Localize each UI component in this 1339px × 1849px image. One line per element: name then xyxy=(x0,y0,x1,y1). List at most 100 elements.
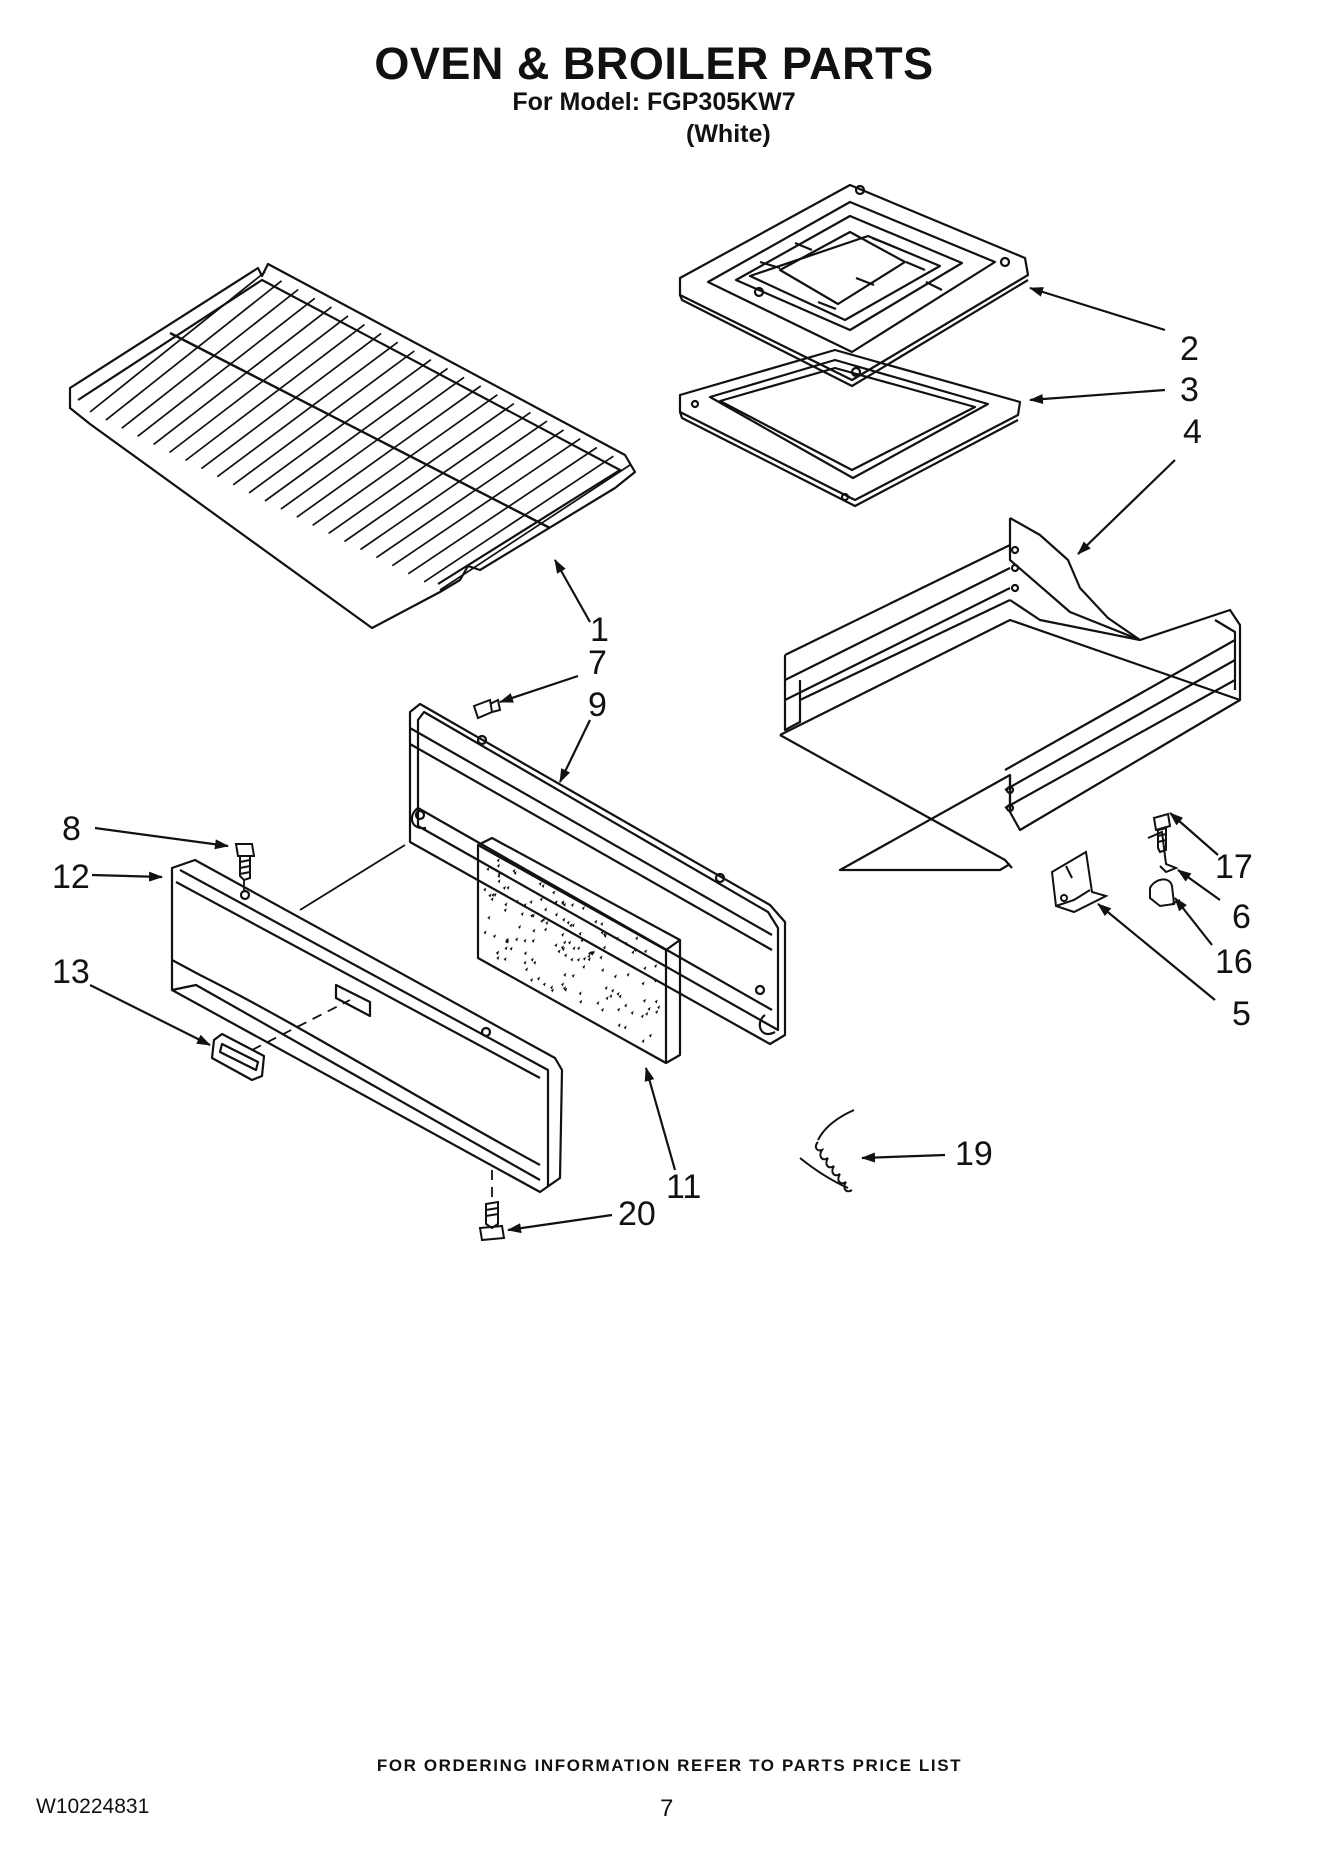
callout-2: 2 xyxy=(1180,330,1199,368)
insulation-speck xyxy=(581,906,585,911)
insulation-speck xyxy=(512,868,516,873)
insulation-speck xyxy=(657,1005,661,1010)
insulation-speck xyxy=(525,967,528,972)
insulation-speck xyxy=(496,863,500,868)
insulation-speck xyxy=(580,938,584,943)
leader-20 xyxy=(507,1213,613,1234)
part-insulation xyxy=(476,836,682,1065)
insulation-speck xyxy=(552,890,556,895)
callout-13: 13 xyxy=(52,953,90,991)
insulation-speck xyxy=(618,994,622,999)
insulation-speck xyxy=(496,858,500,863)
insulation-speck xyxy=(563,986,566,991)
model-line: For Model: FGP305KW7 xyxy=(512,88,796,116)
assembly-lines xyxy=(299,844,406,911)
insulation-speck xyxy=(641,1039,645,1044)
insulation-speck xyxy=(654,964,657,968)
insulation-speck xyxy=(483,930,487,935)
insulation-speck xyxy=(577,946,581,951)
insulation-speck xyxy=(530,913,534,918)
insulation-speck xyxy=(503,957,507,962)
leader-8 xyxy=(94,826,229,850)
insulation-speck xyxy=(655,1010,659,1014)
insulation-speck xyxy=(617,1023,621,1028)
insulation-speck xyxy=(502,885,506,890)
insulation-speck xyxy=(506,885,510,890)
leader-9 xyxy=(559,719,591,783)
insulation-speck xyxy=(569,923,573,928)
insulation-speck xyxy=(495,950,499,955)
insulation-speck xyxy=(563,940,567,945)
insulation-speck xyxy=(611,988,615,993)
part-screw-20 xyxy=(478,1200,506,1242)
part-clip-16 xyxy=(1149,878,1181,908)
insulation-speck xyxy=(566,920,570,925)
insulation-speck xyxy=(561,932,565,937)
insulation-speck xyxy=(647,1006,651,1011)
insulation-speck xyxy=(645,1011,649,1016)
leader-13 xyxy=(89,984,211,1046)
insulation-speck xyxy=(615,936,619,941)
ordering-note: FOR ORDERING INFORMATION REFER TO PARTS … xyxy=(376,1756,963,1775)
insulation-speck xyxy=(640,1014,644,1019)
insulation-speck xyxy=(557,949,561,954)
insulation-speck xyxy=(644,949,647,954)
leader-17 xyxy=(1169,812,1219,856)
insulation-speck xyxy=(643,966,647,971)
insulation-speck xyxy=(531,938,535,943)
insulation-speck xyxy=(576,957,580,962)
insulation-speck xyxy=(542,982,546,987)
part-screw-17 xyxy=(1152,812,1172,854)
insulation-speck xyxy=(648,1033,652,1038)
insulation-speck xyxy=(523,951,527,956)
insulation-speck xyxy=(493,892,497,897)
insulation-speck xyxy=(631,950,635,955)
insulation-speck xyxy=(624,941,628,946)
insulation-speck xyxy=(504,946,508,951)
insulation-speck xyxy=(589,950,593,955)
callout-3: 3 xyxy=(1180,371,1199,409)
leader-19 xyxy=(861,1152,946,1163)
part-bracket-5 xyxy=(1050,850,1109,914)
insulation-speck xyxy=(587,957,591,962)
insulation-speck xyxy=(571,973,575,978)
insulation-speck xyxy=(490,897,494,902)
insulation-speck xyxy=(600,922,604,926)
insulation-speck xyxy=(538,881,542,886)
insulation-speck xyxy=(578,931,582,936)
part-handle-bezel xyxy=(210,1032,266,1082)
insulation-speck xyxy=(561,982,564,987)
insulation-speck xyxy=(600,1007,604,1012)
insulation-speck xyxy=(491,893,495,897)
insulation-speck xyxy=(579,999,583,1004)
part-broiler-pan xyxy=(678,183,1030,388)
insulation-speck xyxy=(523,903,527,907)
insulation-speck xyxy=(537,976,540,981)
part-spring-19 xyxy=(799,1109,855,1193)
insulation-speck xyxy=(560,945,564,950)
leader-12 xyxy=(91,871,163,882)
insulation-speck xyxy=(504,902,508,907)
insulation-speck xyxy=(604,986,608,990)
insulation-speck xyxy=(497,872,501,876)
insulation-speck xyxy=(603,933,607,938)
part-drawer-front xyxy=(170,858,564,1194)
leader-3 xyxy=(1029,388,1166,405)
insulation-speck xyxy=(654,999,658,1004)
insulation-speck xyxy=(624,1003,628,1008)
leader-4 xyxy=(1077,459,1176,555)
insulation-speck xyxy=(587,954,591,959)
callout-8: 8 xyxy=(62,810,81,848)
callout-20: 20 xyxy=(618,1195,656,1233)
insulation-speck xyxy=(605,996,609,1001)
leader-5 xyxy=(1097,903,1216,1001)
insulation-speck xyxy=(613,974,617,979)
insulation-speck xyxy=(630,1010,634,1015)
callout-11: 11 xyxy=(666,1168,702,1206)
insulation-speck xyxy=(633,948,637,952)
insulation-speck xyxy=(570,903,574,907)
callout-6: 6 xyxy=(1232,898,1251,936)
insulation-speck xyxy=(530,957,534,962)
insulation-speck xyxy=(550,985,553,990)
insulation-speck xyxy=(617,1007,621,1012)
